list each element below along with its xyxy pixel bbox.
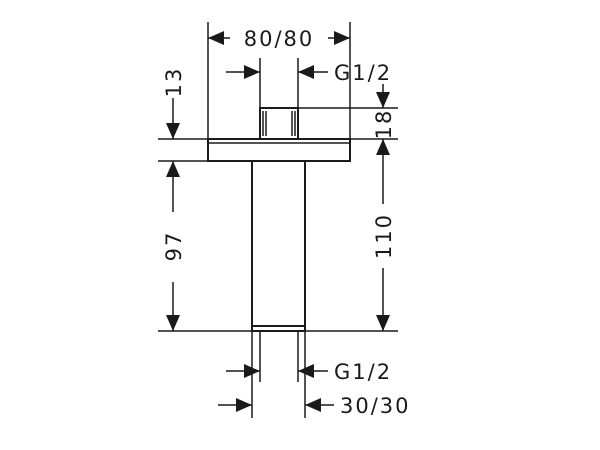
dimension-flange-height: 13: [158, 67, 252, 162]
dimension-label-pipe-length: 97: [162, 231, 186, 262]
dimension-label-top-thread: G1/2: [334, 61, 392, 85]
thread-hatching: [262, 111, 296, 136]
dimension-pipe-size: 30/30: [218, 331, 411, 418]
dimension-total-length: 110: [305, 139, 398, 332]
dimension-label-thread-height: 18: [372, 109, 396, 140]
dimension-label-flange-height: 13: [162, 67, 186, 98]
dimension-bottom-thread: G1/2: [226, 331, 392, 384]
dimension-thread-height: 18: [298, 84, 398, 155]
dimension-label-pipe-size: 30/30: [340, 394, 411, 418]
dimension-label-total-length: 110: [372, 213, 396, 259]
dimension-top-width: 80/80: [207, 22, 351, 139]
dimension-top-thread: G1/2: [226, 58, 392, 108]
dimension-label-top-width: 80/80: [244, 27, 315, 51]
dimension-pipe-length: 97: [158, 161, 252, 332]
dimension-label-bottom-thread: G1/2: [334, 360, 392, 384]
vertical-pipe: [251, 160, 306, 332]
shower-arm-part: [207, 107, 351, 332]
